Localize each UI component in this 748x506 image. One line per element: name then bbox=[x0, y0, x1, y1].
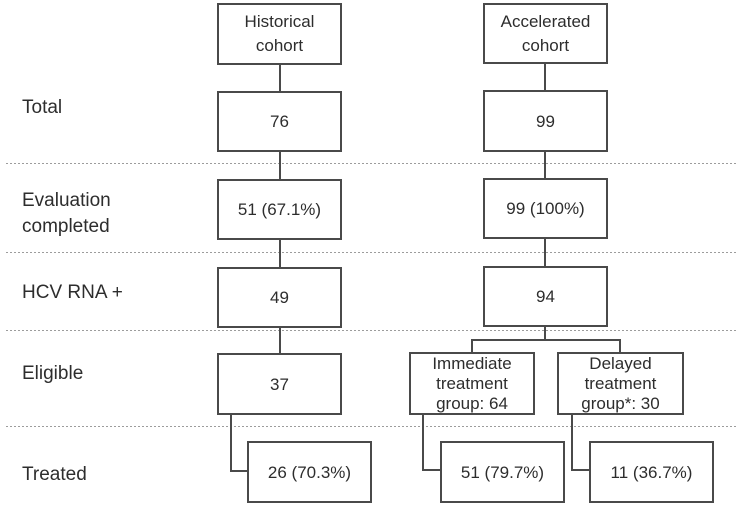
box-accelerated-hcv: 94 bbox=[483, 266, 608, 327]
row-label-total: Total bbox=[22, 97, 63, 118]
connector-historical-header-total bbox=[279, 64, 281, 91]
box-historical-hcv: 49 bbox=[217, 267, 342, 328]
connector-accelerated-total-evaluation bbox=[544, 152, 546, 178]
row-label-eligible: Eligible bbox=[22, 363, 84, 384]
row-divider-1 bbox=[6, 163, 737, 164]
connector-historical-eligible-treated bbox=[230, 415, 247, 472]
box-historical-evaluation: 51 (67.1%) bbox=[217, 179, 342, 240]
row-label-hcv: HCV RNA + bbox=[22, 282, 123, 303]
connector-accelerated-hcv-split bbox=[544, 327, 546, 341]
row-divider-3 bbox=[6, 330, 737, 331]
box-immediate-group: Immediate treatment group: 64 bbox=[409, 352, 535, 415]
connector-split-immediate-drop bbox=[471, 339, 473, 352]
connector-accelerated-evaluation-hcv bbox=[544, 239, 546, 267]
box-accelerated-total: 99 bbox=[483, 90, 608, 152]
box-historical-header: Historical cohort bbox=[217, 3, 342, 65]
box-immediate-treated: 51 (79.7%) bbox=[440, 441, 565, 503]
connector-delayed-treated bbox=[571, 415, 589, 471]
box-delayed-treated: 11 (36.7%) bbox=[589, 441, 714, 503]
row-label-evaluation: Evaluation completed bbox=[22, 190, 111, 237]
connector-split-delayed-drop bbox=[619, 339, 621, 352]
box-historical-eligible: 37 bbox=[217, 353, 342, 415]
box-delayed-group: Delayed treatment group*: 30 bbox=[557, 352, 684, 415]
box-historical-treated: 26 (70.3%) bbox=[247, 441, 372, 503]
connector-split-bar bbox=[471, 339, 621, 341]
row-divider-4 bbox=[6, 426, 737, 427]
connector-historical-evaluation-hcv bbox=[279, 240, 281, 267]
connector-accelerated-header-total bbox=[544, 63, 546, 91]
box-accelerated-header: Accelerated cohort bbox=[483, 3, 608, 64]
box-accelerated-evaluation: 99 (100%) bbox=[483, 178, 608, 239]
connector-immediate-treated bbox=[422, 415, 440, 471]
connector-historical-hcv-eligible bbox=[279, 328, 281, 353]
box-historical-total: 76 bbox=[217, 91, 342, 152]
row-divider-2 bbox=[6, 252, 737, 253]
connector-historical-total-evaluation bbox=[279, 152, 281, 179]
row-label-treated: Treated bbox=[22, 464, 87, 485]
